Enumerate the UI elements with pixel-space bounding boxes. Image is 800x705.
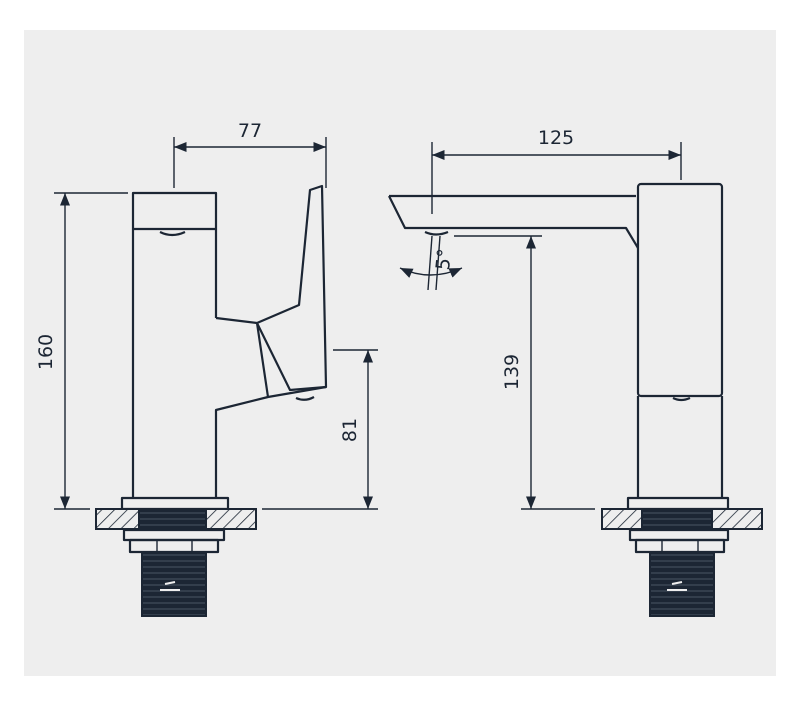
dim-label-139: 139 (501, 354, 523, 390)
countertop-left (95, 508, 140, 530)
front-countertop-right (711, 508, 763, 530)
front-base-flange (626, 496, 730, 511)
threaded-shank (141, 551, 207, 617)
front-shank-through-top (641, 508, 713, 530)
shank-through-top (138, 508, 207, 530)
lever-head (636, 182, 724, 398)
lever-wedge (255, 322, 327, 398)
front-view: 125 139 5° (388, 127, 763, 617)
countertop-right (205, 508, 257, 530)
dim-label-angle: 5° (432, 247, 456, 271)
spout-outlet-mark (424, 230, 449, 236)
lever-body (214, 184, 328, 498)
angle-ref-line (427, 235, 433, 291)
lever-cap-mark (295, 396, 315, 401)
tap-head-block (131, 191, 218, 231)
angle-ref-line-2 (435, 235, 441, 291)
front-washer (628, 528, 730, 542)
dim-label-77: 77 (238, 120, 262, 142)
shank-mark (160, 581, 180, 591)
side-view: 77 160 81 (35, 120, 378, 617)
head-mark (672, 396, 691, 402)
dim-label-125: 125 (538, 127, 574, 149)
base-flange (120, 496, 230, 511)
washer (122, 528, 226, 542)
front-threaded-shank (649, 551, 715, 617)
front-back-nut (634, 538, 726, 554)
dim-label-81: 81 (339, 418, 361, 442)
back-nut (128, 538, 220, 554)
spout (388, 194, 639, 249)
aerator-mark (159, 230, 186, 237)
dim-label-160: 160 (35, 334, 57, 370)
shank-mark (667, 581, 687, 591)
angle-arc (399, 267, 463, 278)
front-countertop-left (601, 508, 643, 530)
